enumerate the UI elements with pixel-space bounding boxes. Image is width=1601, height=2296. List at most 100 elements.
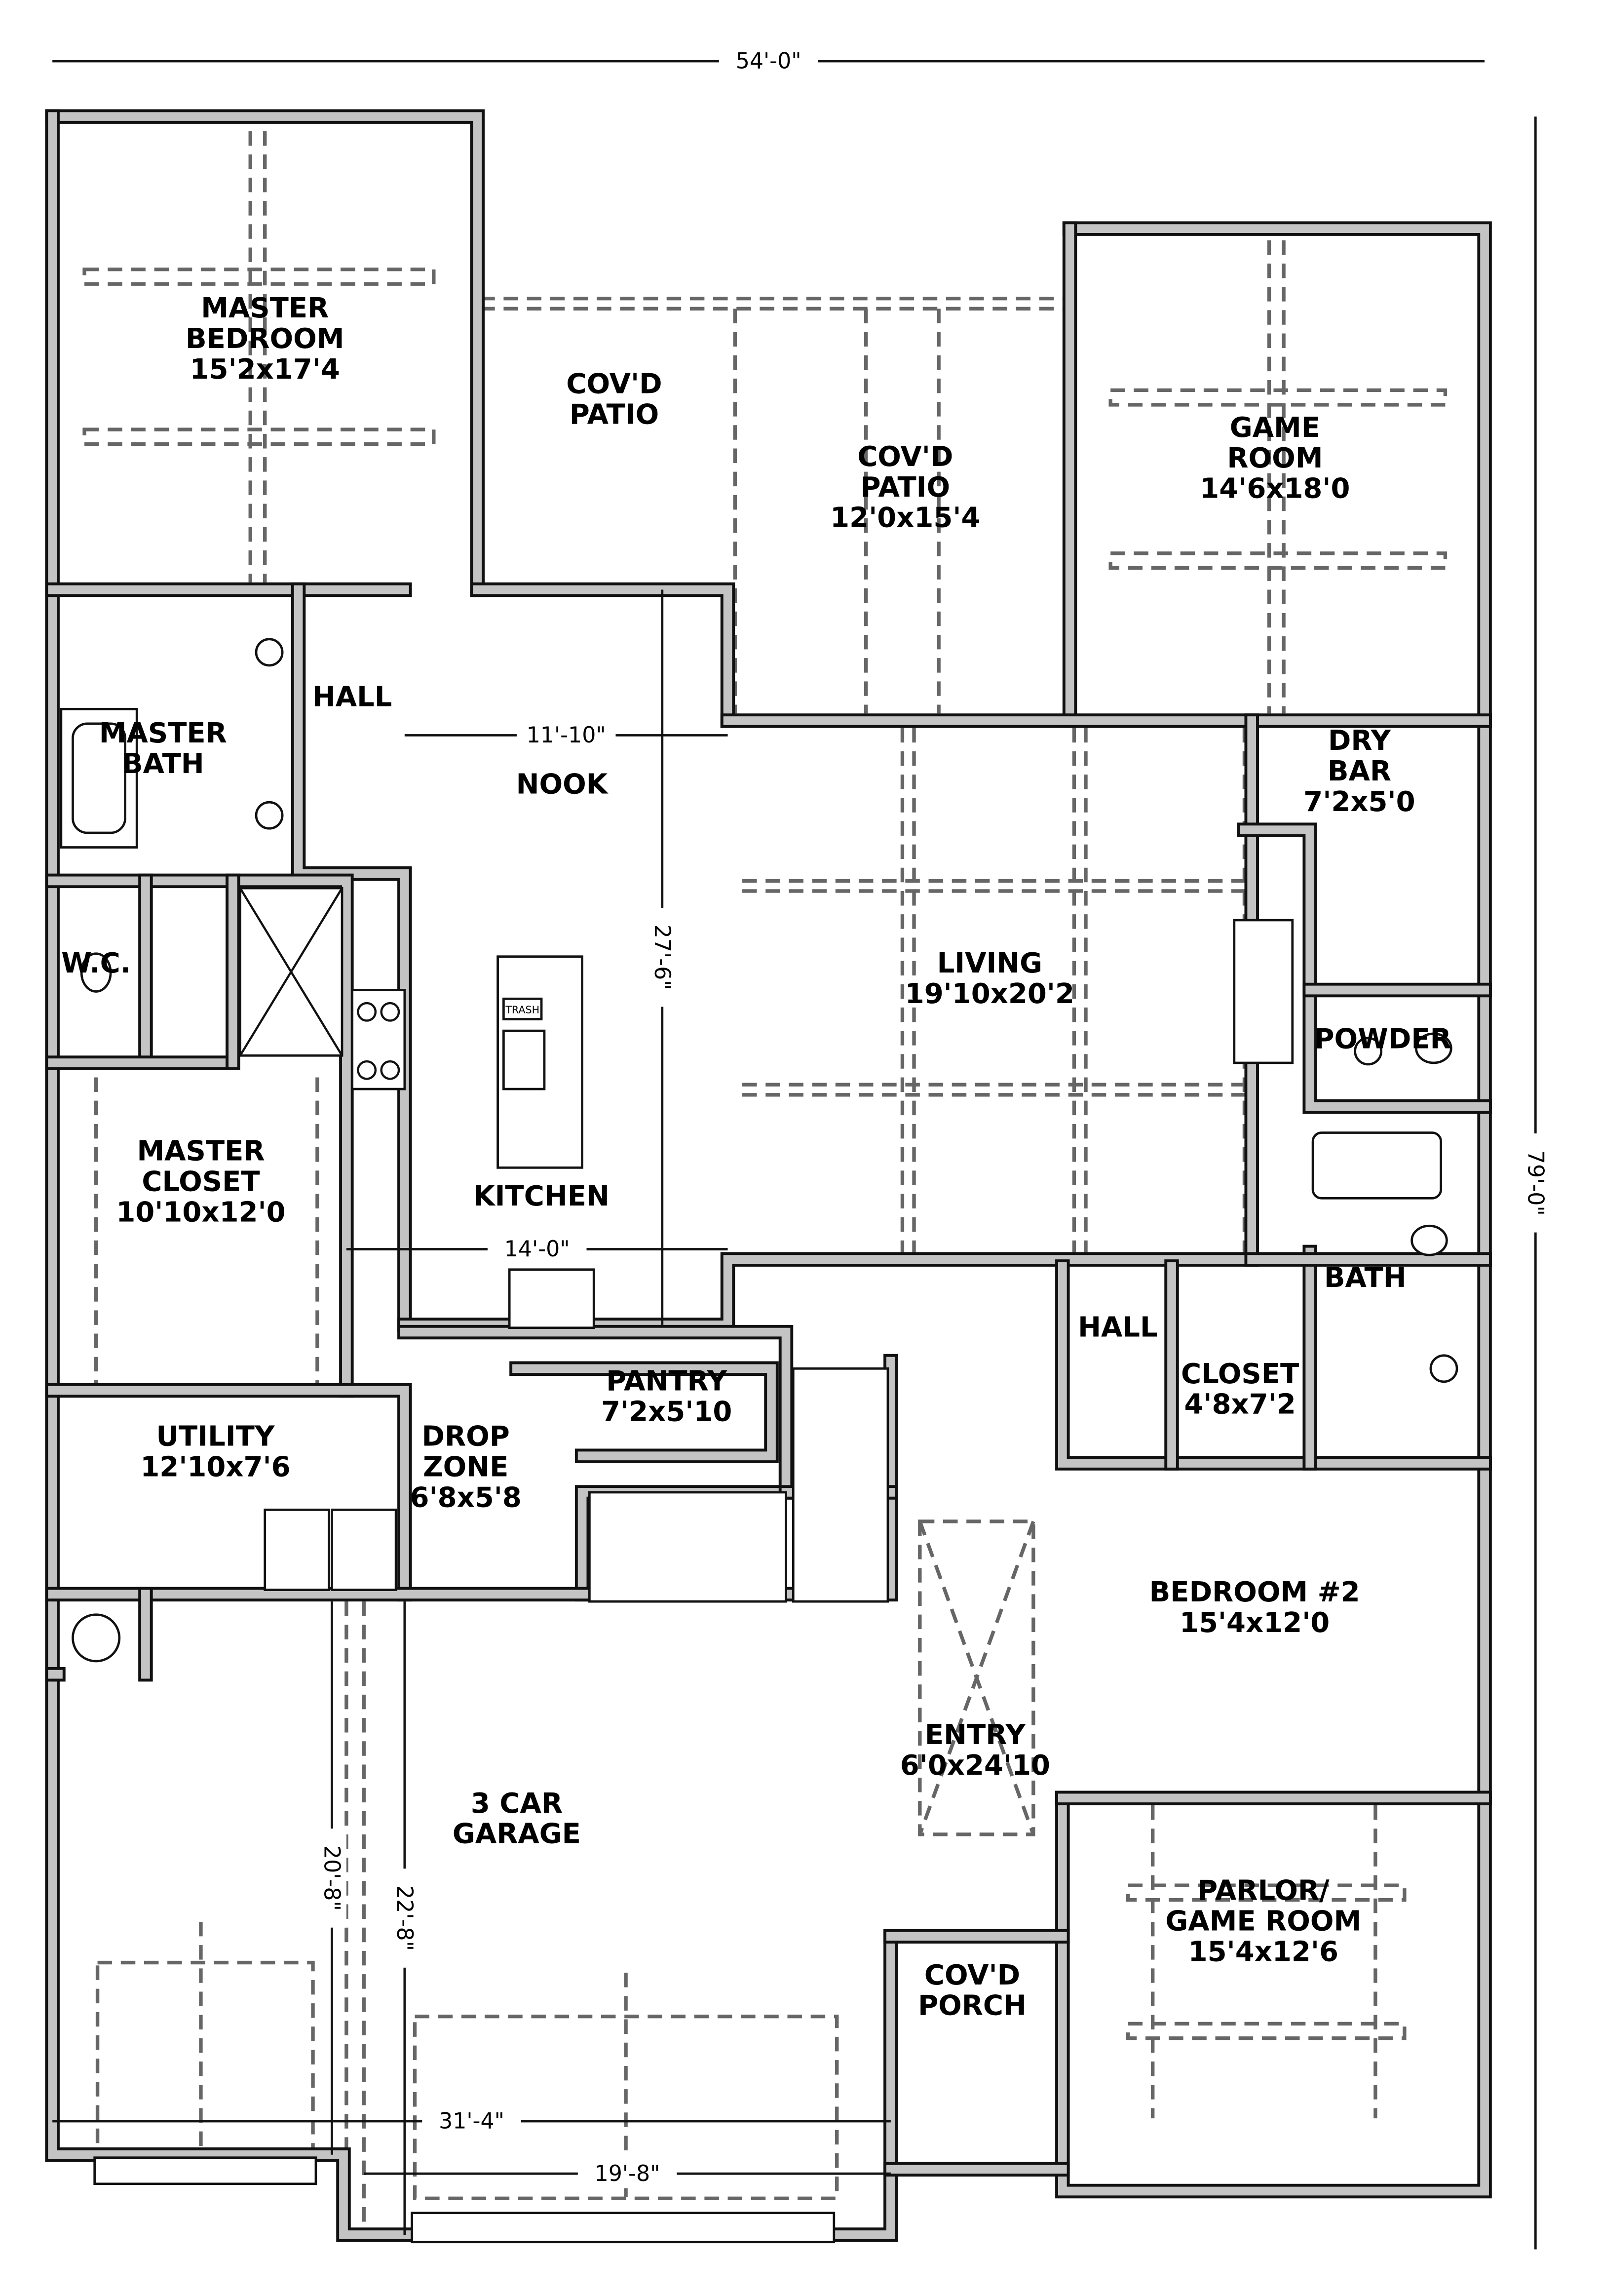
wall-fill: [48, 112, 482, 594]
garage-door: [411, 2212, 836, 2244]
dimension-lines: 54'-0" 79'-0" 11'-10" 27'-6" 14'-0" 20'-8" 22'…: [52, 46, 1550, 2250]
room-name: POWDER: [1314, 1023, 1451, 1055]
room-size: 15'4x12'6: [1188, 1936, 1338, 1968]
room-size: 12'10x7'6: [140, 1451, 290, 1483]
room-name: BEDROOM #2: [1149, 1576, 1360, 1608]
room-name: CLOSET: [1181, 1358, 1299, 1390]
kitchen-sink-icon: [502, 1029, 546, 1090]
trash-label: TRASH: [505, 1004, 539, 1016]
room-name: W.C.: [61, 947, 131, 979]
room-label: BEDROOM #215'4x12'0: [1149, 1576, 1360, 1639]
wall-fill: [1058, 1262, 1489, 1468]
walls: [45, 109, 1492, 2242]
fixtures: TRASH: [60, 638, 1458, 2244]
sink-icon: [1354, 1037, 1383, 1066]
water-heater-icon: [72, 1613, 121, 1663]
dimension-label-kitchen-width: 14'-0": [504, 1237, 570, 1262]
room-name: ROOM: [1227, 442, 1323, 474]
room-name: UTILITY: [156, 1421, 275, 1453]
bathtub-icon: [1311, 1131, 1442, 1200]
room-name: LIVING: [937, 947, 1043, 979]
washer-icon: [264, 1508, 330, 1591]
room-name: DRY: [1328, 725, 1392, 757]
room-name: COV'D: [924, 1959, 1020, 1991]
sink-icon: [255, 638, 284, 667]
dimension-label-bg: [317, 1829, 346, 1928]
dimension-label-overall-depth: 79'-0": [1523, 1150, 1548, 1216]
room-name: HALL: [1078, 1311, 1158, 1343]
toilet-icon: [1410, 1224, 1448, 1256]
room-name: GAME: [1230, 412, 1320, 444]
fireplace-icon: [1233, 919, 1294, 1064]
room-name: MASTER: [137, 1135, 265, 1167]
dimension-label-garage-width: 31'-4": [439, 2109, 504, 2134]
room-name: CLOSET: [142, 1166, 260, 1198]
wall-fill: [473, 585, 732, 725]
room-name: PATIO: [861, 471, 951, 504]
wall: [470, 582, 735, 728]
dimension-label-garage-depth-left: 20'-8": [319, 1845, 344, 1911]
wall-fill: [1240, 825, 1489, 1111]
room-size: 15'2x17'4: [190, 353, 340, 386]
room-name: 3 CAR: [471, 1788, 563, 1820]
refrigerator-icon: [508, 1268, 595, 1329]
room-size: 7'2x5'10: [601, 1396, 732, 1428]
dimension-label-bg: [390, 1868, 419, 1968]
room-name: HALL: [312, 681, 392, 713]
room-size: 4'8x7'2: [1184, 1389, 1296, 1421]
room-label: W.C.: [61, 947, 131, 979]
room-label: HALL: [312, 681, 392, 713]
dimension-label-overall-width: 54'-0": [736, 49, 801, 74]
room-size: 15'4x12'0: [1180, 1607, 1330, 1639]
room-size: 12'0x15'4: [830, 502, 980, 534]
room-label: BATH: [1324, 1262, 1407, 1294]
room-name: COV'D: [566, 368, 662, 400]
sink-icon: [1429, 1354, 1458, 1383]
room-name: MASTER: [201, 292, 329, 324]
room-name: ZONE: [423, 1451, 508, 1483]
room-name: BATH: [1324, 1262, 1407, 1294]
room-name: PARLOR/: [1197, 1875, 1330, 1907]
dimension-label-garage-depth-right: 22'-8": [392, 1885, 417, 1951]
toilet-icon: [1415, 1032, 1452, 1064]
room-name: COV'D: [857, 441, 953, 473]
room-label: POWDER: [1314, 1023, 1451, 1055]
room-name: NOOK: [516, 768, 609, 800]
dryer-icon: [331, 1508, 397, 1591]
room-label: KITCHEN: [473, 1180, 610, 1212]
dimension-label-bg: [487, 1234, 587, 1264]
toilet-icon: [80, 952, 112, 993]
dimension-label-nook-width: 11'-10": [527, 723, 606, 748]
room-size: 10'10x12'0: [116, 1196, 285, 1228]
wall-fill: [400, 716, 1257, 1329]
room-size: 19'10x20'2: [905, 978, 1074, 1010]
dimension-label-bg: [648, 907, 677, 1007]
room-name: PORCH: [918, 1990, 1027, 2022]
room-size: 14'6x18'0: [1200, 473, 1350, 505]
wall-fill: [1058, 224, 1489, 2196]
room-name: PATIO: [570, 398, 659, 430]
room-name: GAME ROOM: [1165, 1906, 1361, 1938]
dimension-label-bg: [577, 2159, 677, 2188]
wall-fill: [512, 1364, 776, 1461]
room-name: PANTRY: [606, 1365, 727, 1398]
dimension-label-kitchen-depth: 27'-6": [649, 925, 675, 990]
room-size: 6'8x5'8: [410, 1481, 522, 1514]
